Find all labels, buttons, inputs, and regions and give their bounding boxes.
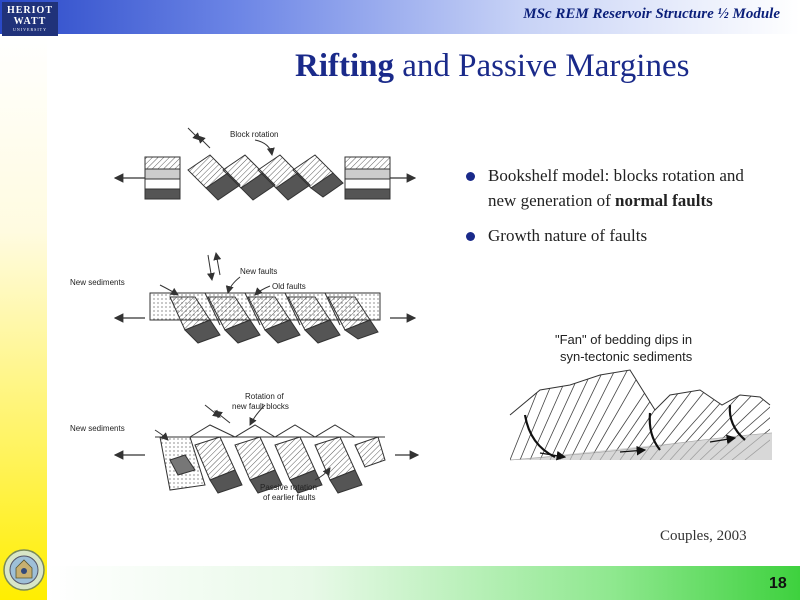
bullet-text: Growth nature of faults bbox=[488, 226, 648, 245]
bullet-list: Bookshelf model: blocks rotation and new… bbox=[465, 163, 775, 258]
label-new-faults: New faults bbox=[240, 267, 277, 276]
header-band bbox=[0, 0, 800, 34]
bookshelf-figure: Block rotation New sediments New faults … bbox=[70, 127, 420, 502]
bullet-dot-icon bbox=[466, 232, 475, 241]
label-new-sediments-1: New sediments bbox=[70, 278, 125, 287]
label-old-faults: Old faults bbox=[272, 282, 306, 291]
bullet-item: Bookshelf model: blocks rotation and new… bbox=[465, 163, 775, 213]
fan-caption-line2: syn-tectonic sediments bbox=[560, 349, 693, 364]
logo-line3: UNIVERSITY bbox=[13, 27, 47, 32]
bullet-bold: normal faults bbox=[614, 191, 713, 210]
university-crest-icon bbox=[3, 549, 45, 591]
label-rotation-line1: Rotation of bbox=[245, 392, 284, 401]
fan-caption-line1: "Fan" of bedding dips in bbox=[555, 332, 692, 347]
title-rest: and Passive Margines bbox=[394, 48, 690, 84]
bullet-item: Growth nature of faults bbox=[465, 223, 775, 248]
page-number: 18 bbox=[769, 575, 787, 592]
title-bold: Rifting bbox=[295, 48, 394, 84]
label-passive-line1: Passive rotation bbox=[260, 483, 317, 492]
growth-fault-figure: "Fan" of bedding dips in syn-tectonic se… bbox=[509, 332, 773, 461]
module-title: MSc REM Reservoir Structure ½ Module bbox=[523, 6, 780, 22]
stage-1-diagram bbox=[113, 127, 417, 201]
label-block-rotation: Block rotation bbox=[230, 130, 278, 139]
bullet-text: Bookshelf model: blocks rotation and new… bbox=[488, 166, 744, 210]
stage-3-diagram bbox=[113, 404, 420, 494]
slide-title: Rifting and Passive Margines bbox=[295, 48, 689, 85]
label-passive-line2: of earlier faults bbox=[263, 493, 315, 502]
stage-2-diagram bbox=[113, 252, 417, 344]
citation: Couples, 2003 bbox=[660, 528, 747, 544]
bottom-band bbox=[47, 566, 800, 600]
bullet-dot-icon bbox=[466, 172, 475, 181]
left-band bbox=[0, 34, 47, 600]
logo-line2: WATT bbox=[13, 16, 47, 27]
heriot-watt-logo: HERIOT WATT UNIVERSITY bbox=[2, 2, 58, 36]
label-new-sediments-2: New sediments bbox=[70, 424, 125, 433]
label-rotation-line2: new fault blocks bbox=[232, 402, 289, 411]
logo-line1: HERIOT bbox=[6, 5, 53, 16]
